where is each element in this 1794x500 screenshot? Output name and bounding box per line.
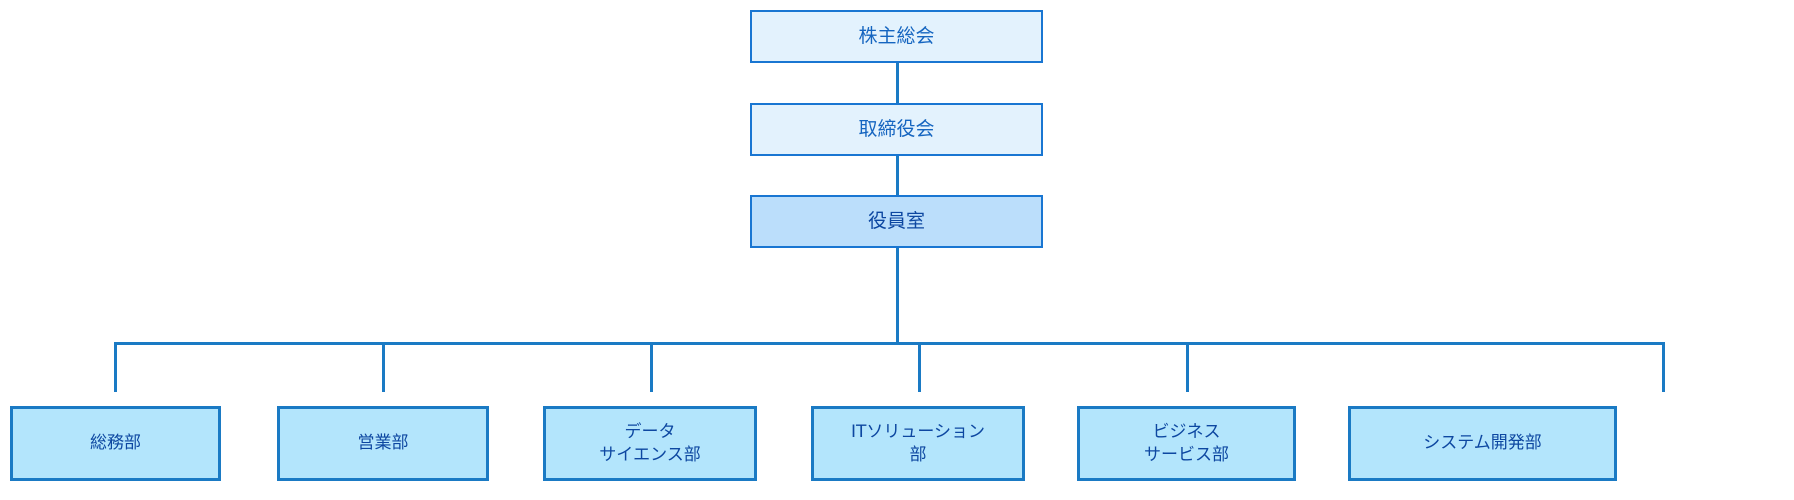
connector-bus-to-general-affairs	[114, 342, 117, 392]
node-general-affairs[interactable]: 総務部	[10, 406, 221, 481]
node-business-services[interactable]: ビジネス サービス部	[1077, 406, 1296, 481]
node-it-solutions[interactable]: ITソリューション 部	[811, 406, 1025, 481]
node-sales[interactable]: 営業部	[277, 406, 489, 481]
connector-bus-to-system-development	[1662, 342, 1665, 392]
connector-bus-to-data-science	[650, 342, 653, 392]
node-system-development[interactable]: システム開発部	[1348, 406, 1617, 481]
node-data-science[interactable]: データ サイエンス部	[543, 406, 757, 481]
connector-bus-to-sales	[382, 342, 385, 392]
connector-board-to-executive	[896, 155, 899, 197]
connector-bus-to-business-services	[1186, 342, 1189, 392]
node-shareholders-meeting[interactable]: 株主総会	[750, 10, 1043, 63]
connector-horizontal-bus	[115, 342, 1665, 345]
node-executive-office[interactable]: 役員室	[750, 195, 1043, 248]
node-board-of-directors[interactable]: 取締役会	[750, 103, 1043, 156]
connector-executive-to-bus	[896, 247, 899, 344]
connector-bus-to-it-solutions	[918, 342, 921, 392]
connector-shareholders-to-board	[896, 62, 899, 104]
